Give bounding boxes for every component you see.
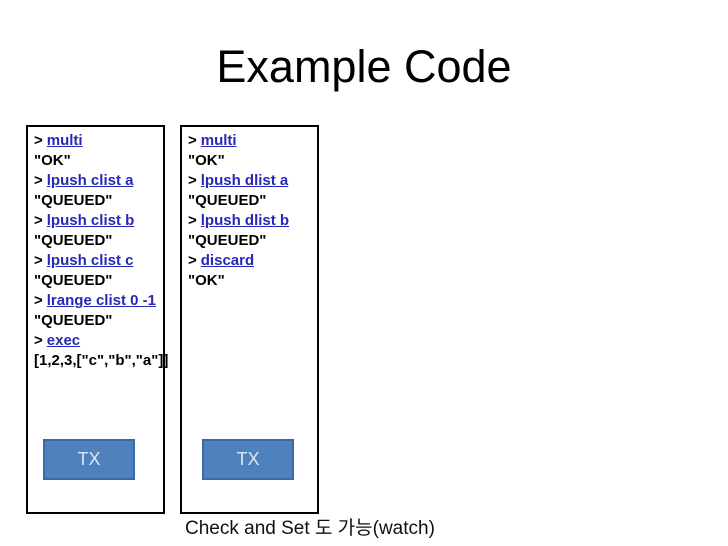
prompt-symbol: > xyxy=(34,132,43,149)
terminal-line: "QUEUED" xyxy=(188,191,317,211)
terminal-box-left: >multi "OK" >lpush clist a "QUEUED" >lpu… xyxy=(26,125,168,514)
response-text: "OK" xyxy=(188,152,225,169)
response-text: "QUEUED" xyxy=(188,192,267,209)
command-link[interactable]: multi xyxy=(46,132,83,149)
response-text: "OK" xyxy=(34,152,71,169)
response-text: "QUEUED" xyxy=(34,232,113,249)
prompt-symbol: > xyxy=(188,172,197,189)
tx-button-right[interactable]: TX xyxy=(202,439,294,480)
terminal-line: >lpush clist c xyxy=(34,251,163,271)
terminal-right-lines: >multi "OK" >lpush dlist a "QUEUED" >lpu… xyxy=(182,127,317,291)
terminal-line: "QUEUED" xyxy=(188,231,317,251)
command-link[interactable]: lpush clist b xyxy=(46,212,135,229)
terminal-line: >multi xyxy=(34,131,163,151)
prompt-symbol: > xyxy=(188,132,197,149)
terminal-line: "OK" xyxy=(34,151,163,171)
terminal-line: "OK" xyxy=(188,271,317,291)
terminal-line: >lpush dlist a xyxy=(188,171,317,191)
terminal-line: >lpush dlist b xyxy=(188,211,317,231)
command-link[interactable]: lpush clist c xyxy=(46,252,134,269)
terminal-line: "QUEUED" xyxy=(34,191,163,211)
prompt-symbol: > xyxy=(188,212,197,229)
prompt-symbol: > xyxy=(34,332,43,349)
command-link[interactable]: exec xyxy=(46,332,81,349)
page-title: Example Code xyxy=(216,41,512,92)
terminal-line: >lpush clist b xyxy=(34,211,163,231)
terminal-line: "OK" xyxy=(188,151,317,171)
tx-button-left[interactable]: TX xyxy=(43,439,135,480)
terminal-line: >multi xyxy=(188,131,317,151)
prompt-symbol: > xyxy=(34,292,43,309)
response-text: "QUEUED" xyxy=(34,192,113,209)
response-text: "QUEUED" xyxy=(188,232,267,249)
response-text: [1,2,3,["c","b","a"]] xyxy=(34,352,169,369)
terminal-line: "QUEUED" xyxy=(34,271,163,291)
response-text: "QUEUED" xyxy=(34,272,113,289)
terminal-line: [1,2,3,["c","b","a"]] xyxy=(34,351,168,371)
caption-text: Check and Set 도 가능(watch) xyxy=(185,518,435,539)
terminal-line: >lpush clist a xyxy=(34,171,163,191)
terminal-box-right: >multi "OK" >lpush dlist a "QUEUED" >lpu… xyxy=(180,125,319,514)
command-link[interactable]: lrange clist 0 -1 xyxy=(46,292,156,309)
command-link[interactable]: multi xyxy=(200,132,237,149)
command-link[interactable]: lpush dlist b xyxy=(200,212,290,229)
terminal-line: >discard xyxy=(188,251,317,271)
prompt-symbol: > xyxy=(34,252,43,269)
command-link[interactable]: lpush dlist a xyxy=(200,172,289,189)
terminal-line: "QUEUED" xyxy=(34,231,163,251)
response-text: "QUEUED" xyxy=(34,312,113,329)
prompt-symbol: > xyxy=(188,252,197,269)
prompt-symbol: > xyxy=(34,172,43,189)
terminal-line: "QUEUED" xyxy=(34,311,163,331)
prompt-symbol: > xyxy=(34,212,43,229)
terminal-line: >exec xyxy=(34,331,163,351)
terminal-left-lines: >multi "OK" >lpush clist a "QUEUED" >lpu… xyxy=(28,127,168,371)
command-link[interactable]: discard xyxy=(200,252,255,269)
command-link[interactable]: lpush clist a xyxy=(46,172,134,189)
response-text: "OK" xyxy=(188,272,225,289)
terminal-line: >lrange clist 0 -1 xyxy=(34,291,163,311)
